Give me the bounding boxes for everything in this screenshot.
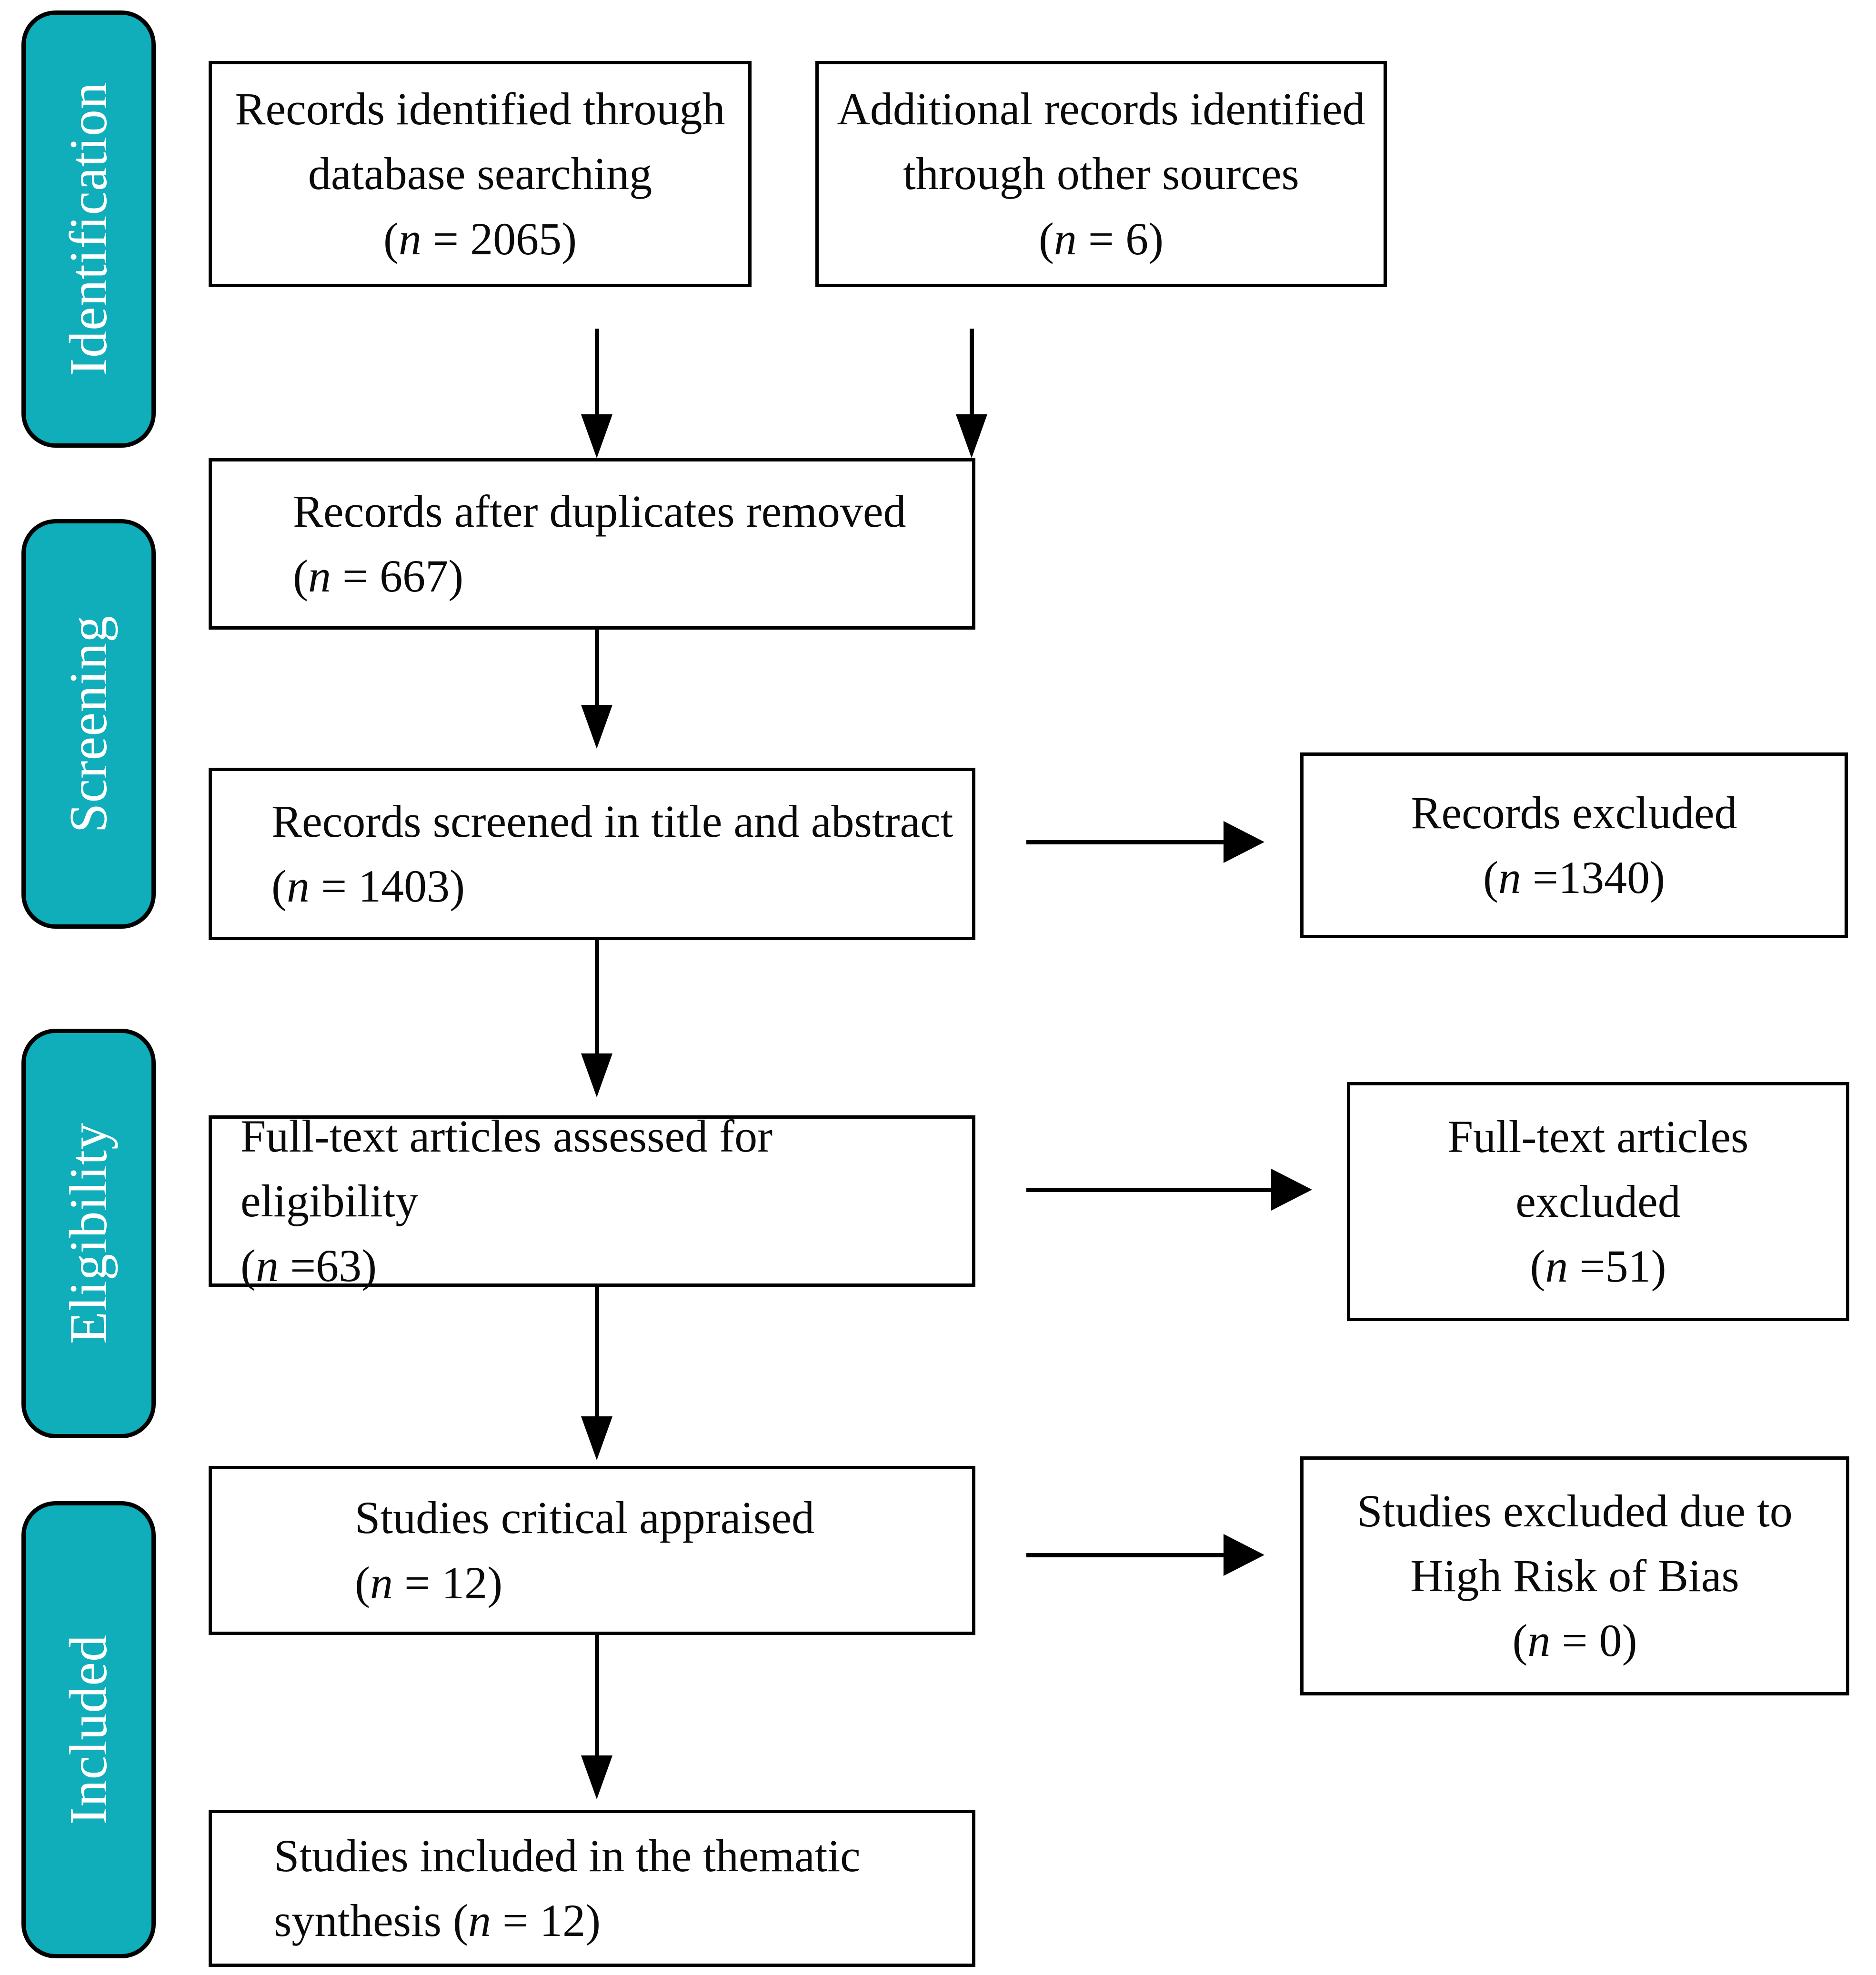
stage-band-eligibility: Eligibility	[21, 1029, 156, 1438]
arrow-shaft	[1026, 1553, 1225, 1557]
arrow-shaft	[595, 940, 599, 1053]
box-line-1: Records after duplicates removed	[293, 485, 906, 537]
arrow-shaft	[595, 329, 599, 414]
box-n-open: (	[383, 213, 399, 264]
box-n-open: (	[1483, 852, 1498, 903]
box-fulltext-assessed: Full-text articles assessed for eligibil…	[209, 1111, 975, 1291]
box-n-open: (	[355, 1557, 370, 1608]
box-n-value: = 6)	[1076, 213, 1164, 264]
box-n-symbol: n	[398, 213, 421, 264]
box-line-1: Records excluded	[1411, 787, 1737, 838]
box-n-value: = 2065)	[421, 213, 577, 264]
box-n-symbol: n	[1053, 213, 1077, 264]
box-text: Records screened in title and abstract (…	[271, 789, 960, 919]
box-fulltext-excluded: Full-text articles excluded (n =51)	[1347, 1082, 1849, 1321]
box-n-open: (	[1038, 213, 1054, 264]
stage-label-eligibility: Eligibility	[59, 1123, 118, 1344]
arrow-shaft	[595, 1635, 599, 1755]
box-n-symbol: n	[1545, 1241, 1568, 1292]
box-n-symbol: n	[1498, 852, 1521, 903]
box-n-value: = 12)	[392, 1557, 503, 1608]
box-line-1: Full-text articles	[1447, 1111, 1749, 1162]
box-text: Studies included in the thematic synthes…	[274, 1824, 960, 1954]
box-line-1: Records screened in title and abstract	[271, 795, 953, 847]
box-records-screened: Records screened in title and abstract (…	[209, 768, 975, 940]
box-n-open: (	[271, 861, 287, 912]
box-studies-critical-appraised: Studies critical appraised (n = 12)	[209, 1466, 975, 1635]
box-n-open: (	[241, 1240, 256, 1292]
box-n-value: =63)	[278, 1240, 377, 1292]
box-n-symbol: n	[1527, 1615, 1551, 1666]
box-line-2: High Risk of Bias	[1410, 1550, 1739, 1601]
box-line-2: database searching	[308, 148, 652, 200]
box-line-2: excluded	[1515, 1175, 1681, 1227]
box-n-symbol: n	[286, 861, 310, 912]
stage-label-identification: Identification	[59, 82, 118, 376]
box-text: Records excluded (n =1340)	[1411, 781, 1737, 911]
stage-label-screening: Screening	[59, 615, 118, 833]
box-n-open: (	[1512, 1615, 1528, 1666]
box-line-2: through other sources	[903, 148, 1299, 200]
box-records-identified-other: Additional records identified through ot…	[815, 61, 1387, 287]
arrow-head-down-icon	[581, 1416, 612, 1460]
box-line-1: Full-text articles assessed for eligibil…	[241, 1110, 773, 1226]
box-text: Records after duplicates removed (n = 66…	[293, 479, 960, 609]
arrow-shaft	[1026, 840, 1225, 844]
box-line-1: Records identified through	[235, 83, 725, 135]
arrow-shaft	[1026, 1188, 1273, 1192]
arrow-head-down-icon	[581, 705, 612, 749]
box-n-symbol: n	[468, 1895, 491, 1946]
box-text: Studies critical appraised (n = 12)	[355, 1485, 960, 1615]
box-n-symbol: n	[308, 551, 331, 602]
box-n-symbol: n	[255, 1240, 279, 1292]
box-n-value: = 0)	[1550, 1615, 1637, 1666]
box-text: Full-text articles assessed for eligibil…	[241, 1104, 960, 1299]
box-n-value: = 1403)	[309, 861, 465, 912]
box-n-open: (	[293, 551, 308, 602]
arrow-head-down-icon	[956, 414, 987, 458]
arrow-shaft	[595, 630, 599, 705]
box-studies-excluded-bias: Studies excluded due to High Risk of Bia…	[1300, 1456, 1849, 1695]
stage-label-included: Included	[59, 1634, 118, 1825]
box-n-value: =1340)	[1521, 852, 1665, 903]
box-line-1: Studies critical appraised	[355, 1492, 815, 1544]
stage-band-identification: Identification	[21, 10, 156, 448]
box-text: Full-text articles excluded (n =51)	[1448, 1104, 1749, 1299]
box-records-after-duplicates: Records after duplicates removed (n = 66…	[209, 458, 975, 630]
arrow-head-right-icon	[1224, 1534, 1264, 1576]
box-line-2-suffix: = 12)	[491, 1895, 601, 1946]
arrow-head-down-icon	[581, 414, 612, 458]
box-studies-included-thematic: Studies included in the thematic synthes…	[209, 1810, 975, 1967]
arrow-shaft	[970, 329, 974, 414]
arrow-head-right-icon	[1224, 821, 1264, 863]
box-n-value: = 667)	[331, 551, 464, 602]
box-line-1: Studies included in the thematic	[274, 1830, 861, 1881]
box-line-1: Studies excluded due to	[1357, 1485, 1793, 1536]
box-text: Studies excluded due to High Risk of Bia…	[1357, 1479, 1792, 1674]
stage-band-screening: Screening	[21, 519, 156, 929]
box-records-identified-database: Records identified through database sear…	[209, 61, 752, 287]
box-records-excluded: Records excluded (n =1340)	[1300, 752, 1848, 938]
box-text: Records identified through database sear…	[235, 77, 725, 271]
stage-band-included: Included	[21, 1501, 156, 1958]
box-text: Additional records identified through ot…	[837, 77, 1365, 271]
box-line-2-prefix: synthesis (	[274, 1895, 468, 1946]
box-n-symbol: n	[370, 1557, 393, 1608]
arrow-head-down-icon	[581, 1755, 612, 1799]
arrow-head-right-icon	[1271, 1169, 1312, 1211]
box-n-value: =51)	[1568, 1241, 1666, 1292]
arrow-head-down-icon	[581, 1053, 612, 1097]
box-n-open: (	[1530, 1241, 1545, 1292]
arrow-shaft	[595, 1287, 599, 1416]
box-line-1: Additional records identified	[837, 83, 1365, 135]
